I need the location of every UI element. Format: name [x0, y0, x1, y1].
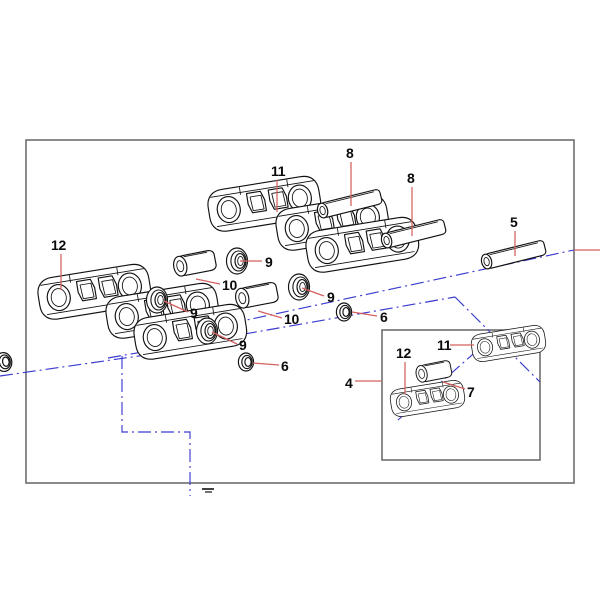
- seal-9-b: [287, 273, 311, 301]
- bushing-10-upper: [171, 249, 218, 278]
- centerline-drop: [121, 356, 191, 496]
- inset-bushing-7: [414, 359, 453, 384]
- callout-label-5: 5: [510, 214, 518, 230]
- leader-9-b: [301, 287, 325, 297]
- seal-9-d: [195, 317, 219, 345]
- bushing-10-lower: [233, 281, 280, 310]
- callout-label-10-a: 10: [222, 277, 237, 293]
- cut-off-mark: [202, 488, 214, 493]
- callout-label-12-left: 12: [51, 237, 66, 253]
- callout-label-9-b: 9: [327, 289, 335, 305]
- callout-label-12-inset: 12: [396, 345, 411, 361]
- callout-label-10-b: 10: [284, 311, 299, 327]
- seal-9-c: [145, 286, 169, 314]
- centerline-branch: [454, 296, 541, 383]
- callout-label-11-main: 11: [271, 163, 286, 179]
- link-chain-lower: [35, 261, 250, 363]
- leader-9-d: [211, 331, 238, 345]
- leader-6-b: [252, 362, 280, 366]
- washer-6-a: [335, 302, 353, 322]
- leader-6-a: [351, 311, 378, 317]
- callout-label-11-inset: 11: [437, 337, 452, 353]
- washer-6-b: [237, 352, 255, 372]
- partial-part-left-edge: [0, 350, 14, 374]
- leader-7: [442, 381, 466, 390]
- callout-label-9-a: 9: [265, 254, 273, 270]
- callout-label-8-left: 8: [346, 145, 354, 161]
- leader-10-b: [257, 310, 283, 319]
- callout-label-6-b: 6: [281, 358, 289, 374]
- callout-label-6-a: 6: [380, 309, 388, 325]
- inset-track-link-12: [388, 378, 467, 419]
- callout-label-9-d: 9: [239, 337, 247, 353]
- leader-line-group: [60, 162, 600, 394]
- callout-label-7: 7: [467, 384, 475, 400]
- pin-5: [479, 239, 548, 271]
- detail-inset-border: [381, 329, 541, 461]
- callout-label-8-right: 8: [407, 170, 415, 186]
- leader-9-c: [163, 300, 189, 313]
- inset-assembly-4: [388, 323, 548, 419]
- outer-border: [25, 139, 575, 484]
- callout-label-9-c: 9: [190, 305, 198, 321]
- callout-label-4: 4: [345, 375, 353, 391]
- leader-10-a: [195, 278, 221, 285]
